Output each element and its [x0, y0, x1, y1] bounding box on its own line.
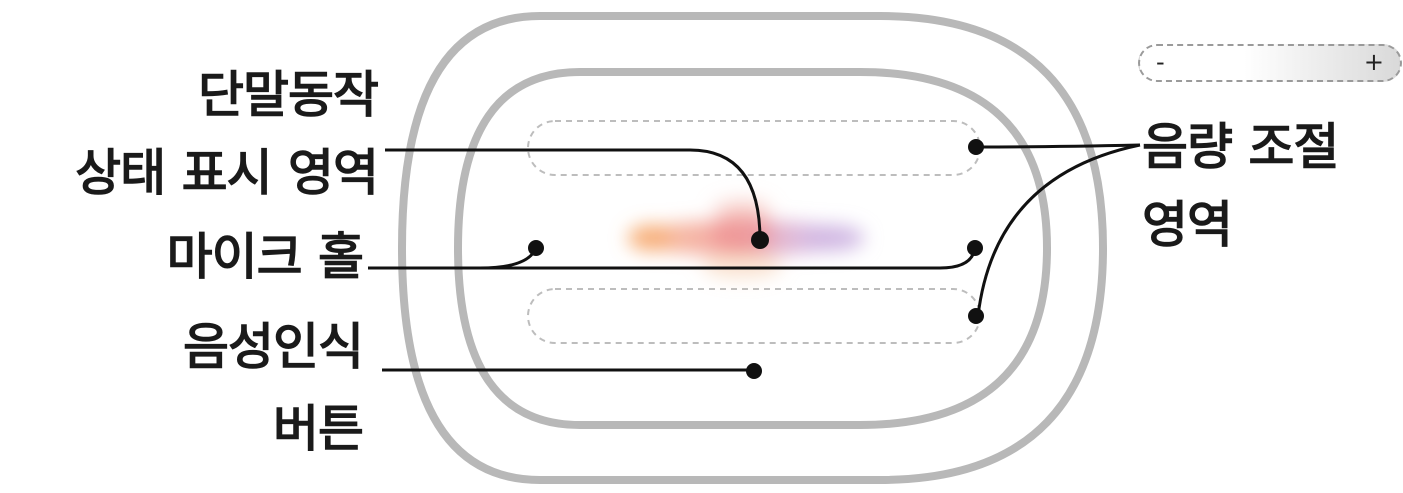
mic-hole-left — [528, 240, 544, 256]
volume-label-line2: 영역 — [1142, 196, 1233, 254]
volume-label-line1: 음량 조절 — [1142, 118, 1339, 176]
voice-button-dot — [746, 363, 762, 379]
mic-label: 마이크 홀 — [166, 228, 364, 286]
volume-leader-down — [976, 143, 1141, 317]
status-label-line1: 단말동작 — [198, 66, 379, 124]
status-label-line2: 상태 표시 영역 — [75, 144, 379, 202]
volume-down-zone[interactable] — [527, 288, 981, 344]
volume-plus-sign: + — [1363, 48, 1384, 76]
status-leader-line — [385, 148, 762, 241]
mic-hole-right — [967, 240, 983, 256]
volume-up-zone[interactable] — [527, 120, 981, 176]
anchor-dots — [528, 139, 984, 379]
volume-minus-sign: - — [1156, 48, 1165, 76]
voice-label-line1: 음성인식 — [183, 318, 364, 376]
voice-label-line2: 버튼 — [273, 400, 364, 458]
volume-leader-up — [977, 143, 1141, 149]
volume-up-dot — [968, 139, 984, 155]
device-top-surface — [453, 68, 1052, 429]
status-anchor-dot — [751, 231, 769, 249]
mic-leader-line — [368, 247, 538, 270]
device-outer-body — [397, 12, 1108, 484]
volume-indicator: - + — [1138, 44, 1402, 82]
volume-down-dot — [968, 308, 984, 324]
